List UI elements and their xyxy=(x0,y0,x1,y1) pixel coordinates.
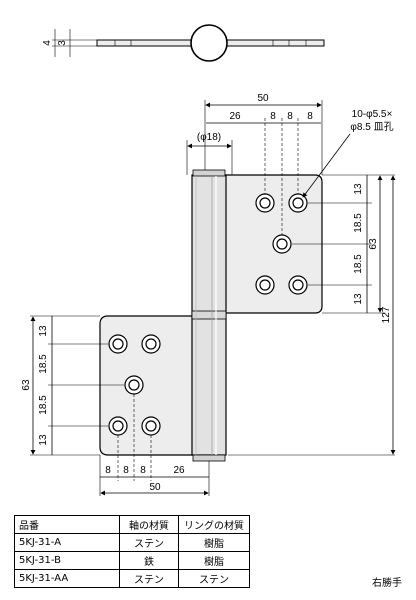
ring xyxy=(191,310,227,320)
countersink-hole xyxy=(288,193,308,213)
dim-right-offset: 26 xyxy=(229,111,241,122)
table-row: 5KJ-31-A ステン 樹脂 xyxy=(14,533,250,552)
part-number: 5KJ-31-A xyxy=(14,533,120,552)
part-number: 5KJ-31-B xyxy=(14,551,120,570)
part-number: 5KJ-31-AA xyxy=(14,569,120,588)
table-row: 5KJ-31-AA ステン ステン xyxy=(14,569,250,588)
dim-left-v-3: 18.5 xyxy=(38,395,49,415)
dim-right-v-2: 18.5 xyxy=(353,213,364,233)
dim-left-pitch-1: 8 xyxy=(105,465,111,476)
dims-top-right: 50 26 8 8 8 (φ18) xyxy=(186,93,323,235)
pin-cap-bottom xyxy=(192,454,226,462)
header-part-number: 品番 xyxy=(14,515,120,534)
dim-left-pitch-2: 8 xyxy=(123,465,129,476)
shaft-material: ステン xyxy=(119,569,179,588)
ring-material: 樹脂 xyxy=(178,533,250,552)
countersink-hole xyxy=(272,234,292,254)
countersink-hole xyxy=(255,193,275,213)
dim-left-v-1: 13 xyxy=(38,325,49,337)
hole-note-line-1: 10-φ5.5× xyxy=(352,109,393,120)
material-table: 品番 軸の材質 リングの材質 5KJ-31-A ステン 樹脂 5KJ-31-B … xyxy=(14,515,250,588)
dim-thickness-inner: 3 xyxy=(57,40,68,46)
hole-note-line-2: φ8.5 皿孔 xyxy=(350,121,393,133)
countersink-hole xyxy=(288,275,308,295)
top-view: 4 3 xyxy=(42,24,325,62)
countersink-hole xyxy=(141,416,161,436)
dim-right-pitch-1: 8 xyxy=(270,111,276,122)
dim-left-v-total: 63 xyxy=(21,379,32,391)
shaft-material: 鉄 xyxy=(119,551,179,570)
countersink-hole xyxy=(124,375,144,395)
dim-right-width: 50 xyxy=(257,93,269,104)
knuckle-section xyxy=(190,24,228,62)
dim-right-pitch-2: 8 xyxy=(287,111,293,122)
hole-callout: 10-φ5.5× φ8.5 皿孔 xyxy=(302,109,394,198)
countersink-hole xyxy=(141,334,161,354)
dims-right-vertical: 13 18.5 18.5 13 63 127 xyxy=(228,174,396,456)
header-ring-material: リングの材質 xyxy=(178,515,250,534)
dim-left-offset: 26 xyxy=(173,465,185,476)
dims-left-vertical: 13 18.5 18.5 13 63 xyxy=(21,315,124,456)
table-row: 5KJ-31-B 鉄 樹脂 xyxy=(14,551,250,570)
dim-right-v-4: 13 xyxy=(353,293,364,305)
dim-left-v-2: 18.5 xyxy=(38,354,49,374)
shaft-material: ステン xyxy=(119,533,179,552)
dim-left-width: 50 xyxy=(149,482,161,493)
dim-right-v-3: 18.5 xyxy=(353,254,364,274)
dim-right-v-1: 13 xyxy=(353,183,364,195)
dim-right-v-total: 63 xyxy=(368,238,379,250)
dim-left-v-4: 13 xyxy=(38,434,49,446)
dim-total-height: 127 xyxy=(381,306,392,323)
countersink-hole xyxy=(255,275,275,295)
ring-material: 樹脂 xyxy=(178,551,250,570)
countersink-hole xyxy=(108,416,128,436)
dim-left-pitch-3: 8 xyxy=(140,465,146,476)
header-shaft-material: 軸の材質 xyxy=(119,515,179,534)
pin-cap-top xyxy=(192,169,226,177)
knuckle xyxy=(191,169,227,462)
dim-pin-diameter: (φ18) xyxy=(197,132,221,143)
dims-bottom-left: 8 8 8 26 50 xyxy=(99,394,210,496)
countersink-hole xyxy=(108,334,128,354)
table-header-row: 品番 軸の材質 リングの材質 xyxy=(14,515,250,534)
dim-right-pitch-3: 8 xyxy=(307,111,313,122)
dim-thickness-outer: 4 xyxy=(42,40,53,46)
handedness-label: 右勝手 xyxy=(372,578,402,589)
holes-left xyxy=(108,334,161,436)
ring-material: ステン xyxy=(178,569,250,588)
